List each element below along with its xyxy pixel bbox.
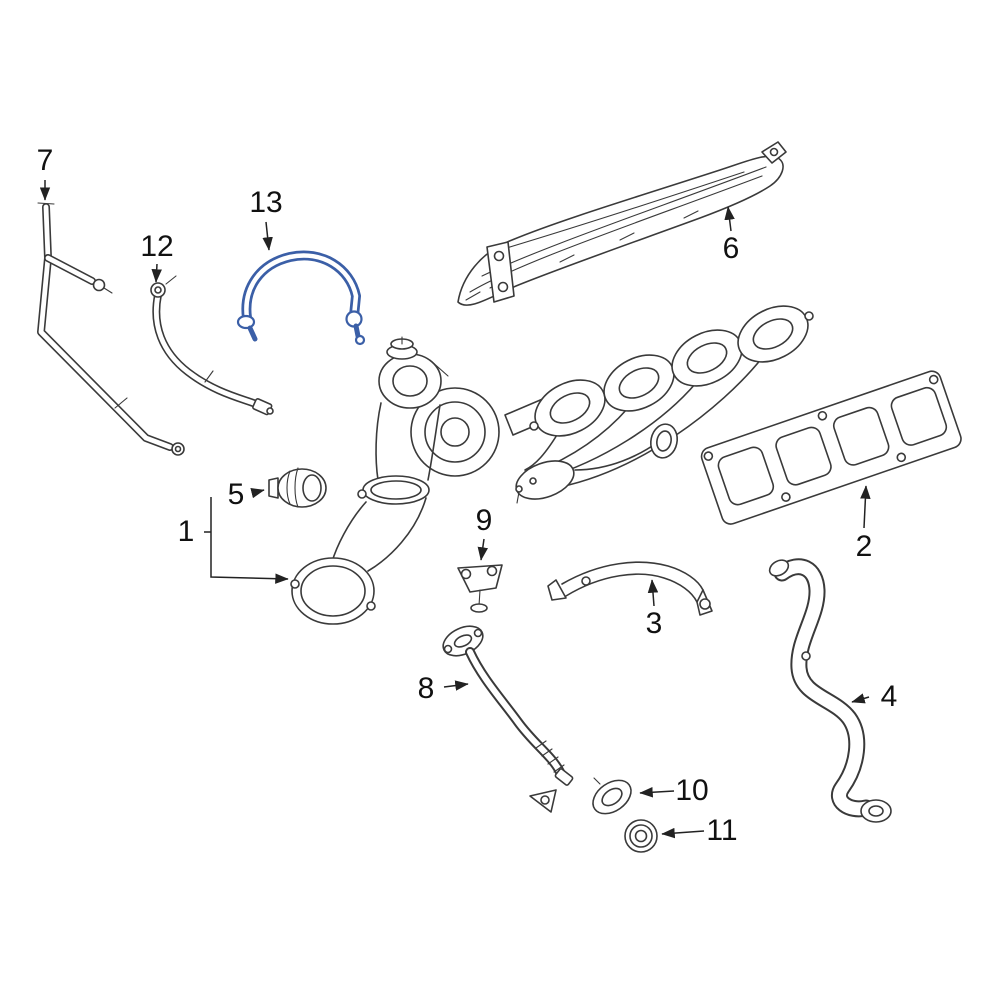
part-outlet-connector — [268, 467, 327, 508]
callout-5-label: 5 — [227, 478, 245, 511]
leader-lines — [39, 180, 871, 839]
callout-3-label: 3 — [645, 607, 663, 640]
leader-10 — [639, 787, 675, 798]
part-small-gasket — [592, 777, 632, 815]
part-cap-plug — [624, 819, 658, 853]
callout-9-label: 9 — [475, 504, 493, 537]
part-small-flange — [457, 564, 503, 613]
leader-12 — [151, 263, 162, 283]
callout-7-label: 7 — [36, 144, 54, 177]
leader-1 — [204, 497, 288, 579]
leader-8 — [443, 680, 469, 691]
leader-6 — [724, 206, 735, 232]
part-highlighted-pipe — [236, 250, 366, 346]
part-manifold-gasket — [700, 370, 962, 525]
callout-12-label: 12 — [140, 230, 174, 263]
callout-4-label: 4 — [880, 680, 898, 713]
exhaust-manifold — [504, 305, 814, 504]
leader-2 — [860, 485, 871, 529]
leader-11 — [661, 827, 705, 839]
part-heat-shield — [457, 141, 787, 306]
part-bracket — [547, 561, 713, 616]
callout-6-label: 6 — [722, 232, 740, 265]
part-oil-return-pipe — [442, 625, 574, 813]
callout-10-label: 10 — [675, 774, 709, 807]
leader-9 — [477, 538, 489, 561]
leader-13 — [262, 221, 273, 251]
callout-1-label: 1 — [177, 515, 195, 548]
part-coolant-pipe-left — [37, 202, 185, 456]
callout-13-label: 13 — [249, 186, 283, 219]
leader-4 — [851, 693, 870, 704]
leader-5 — [250, 487, 265, 499]
callout-11-label: 11 — [706, 814, 738, 847]
part-hose — [150, 275, 274, 416]
callout-8-label: 8 — [417, 672, 435, 705]
callout-2-label: 2 — [855, 530, 873, 563]
part-support-bracket — [768, 558, 892, 823]
leader-3 — [647, 579, 659, 607]
